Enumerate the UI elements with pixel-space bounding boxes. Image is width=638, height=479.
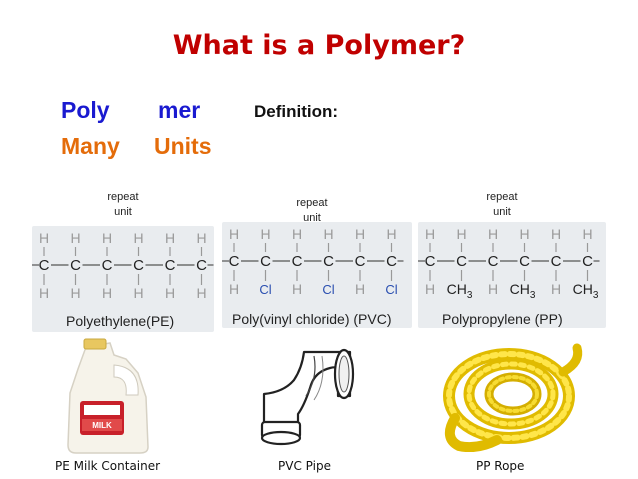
repeat-unit-label-pvc: repeat unit bbox=[282, 196, 342, 226]
pe-structure-panel bbox=[32, 226, 214, 332]
pvc-pipe-image bbox=[260, 348, 355, 446]
top-substituent: H bbox=[582, 226, 592, 242]
top-substituent: H bbox=[551, 226, 561, 242]
pvc-structure-panel bbox=[222, 222, 412, 328]
repeat-word: repeat bbox=[296, 197, 328, 209]
bottom-substituent: H bbox=[102, 285, 112, 301]
methyl-group: CH3 bbox=[447, 281, 473, 301]
chlorine-atom: Cl bbox=[322, 282, 334, 297]
pe-name: Polyethylene(PE) bbox=[66, 313, 175, 329]
pe-caption: PE Milk Container bbox=[55, 459, 161, 473]
carbon-atom: C bbox=[39, 257, 50, 274]
bottom-substituent: H bbox=[133, 285, 143, 301]
carbon-atom: C bbox=[196, 257, 207, 274]
slide-title: What is a Polymer? bbox=[172, 30, 466, 61]
bottom-substituent: H bbox=[292, 281, 302, 297]
bottom-substituent: H bbox=[39, 285, 49, 301]
milk-label: MILK bbox=[92, 421, 112, 430]
bottom-substituent: H bbox=[355, 281, 365, 297]
methyl-group: CH3 bbox=[510, 281, 536, 301]
mer-word: mer bbox=[158, 97, 201, 123]
bottom-substituent: H bbox=[165, 285, 175, 301]
bottom-substituent: H bbox=[425, 281, 435, 297]
top-substituent: H bbox=[425, 226, 435, 242]
top-substituent: H bbox=[519, 226, 529, 242]
repeat-word: repeat bbox=[107, 191, 139, 203]
top-substituent: H bbox=[39, 230, 49, 246]
top-substituent: H bbox=[488, 226, 498, 242]
many-word: Many bbox=[61, 133, 120, 159]
bottom-substituent: H bbox=[551, 281, 561, 297]
carbon-atom: C bbox=[519, 253, 530, 270]
carbon-atom: C bbox=[165, 257, 176, 274]
milk-jug-image: MILK bbox=[67, 338, 149, 454]
top-substituent: H bbox=[229, 226, 239, 242]
top-substituent: H bbox=[292, 226, 302, 242]
top-substituent: H bbox=[260, 226, 270, 242]
carbon-atom: C bbox=[102, 257, 113, 274]
top-substituent: H bbox=[196, 230, 206, 246]
carbon-atom: C bbox=[133, 257, 144, 274]
carbon-atom: C bbox=[582, 253, 593, 270]
pp-caption: PP Rope bbox=[476, 459, 525, 473]
carbon-atom: C bbox=[260, 253, 271, 270]
chlorine-atom: Cl bbox=[259, 282, 271, 297]
carbon-atom: C bbox=[456, 253, 467, 270]
bottom-substituent: H bbox=[70, 285, 80, 301]
carbon-atom: C bbox=[292, 253, 303, 270]
carbon-atom: C bbox=[323, 253, 334, 270]
carbon-atom: C bbox=[488, 253, 499, 270]
pvc-caption: PVC Pipe bbox=[278, 459, 331, 473]
repeat-word: repeat bbox=[486, 191, 518, 203]
top-substituent: H bbox=[70, 230, 80, 246]
pp-name: Polypropylene (PP) bbox=[442, 311, 563, 327]
repeat-unit-label-pe: repeat unit bbox=[93, 190, 153, 220]
methyl-group: CH3 bbox=[573, 281, 599, 301]
unit-word: unit bbox=[493, 206, 511, 218]
carbon-atom: C bbox=[70, 257, 81, 274]
top-substituent: H bbox=[102, 230, 112, 246]
carbon-atom: C bbox=[551, 253, 562, 270]
top-substituent: H bbox=[323, 226, 333, 242]
bottom-substituent: H bbox=[229, 281, 239, 297]
pp-structure-panel bbox=[418, 222, 606, 328]
top-substituent: H bbox=[456, 226, 466, 242]
top-substituent: H bbox=[386, 226, 396, 242]
chlorine-atom: Cl bbox=[385, 282, 397, 297]
units-word: Units bbox=[154, 133, 212, 159]
repeat-unit-label-pp: repeat unit bbox=[472, 190, 532, 220]
carbon-atom: C bbox=[425, 253, 436, 270]
top-substituent: H bbox=[133, 230, 143, 246]
unit-word: unit bbox=[114, 206, 132, 218]
poly-word: Poly bbox=[61, 97, 110, 123]
carbon-atom: C bbox=[229, 253, 240, 270]
bottom-substituent: H bbox=[196, 285, 206, 301]
carbon-atom: C bbox=[355, 253, 366, 270]
definition-label: Definition: bbox=[254, 102, 339, 121]
pvc-name: Poly(vinyl chloride) (PVC) bbox=[232, 311, 392, 327]
pp-rope-image bbox=[443, 343, 583, 452]
bottom-substituent: H bbox=[488, 281, 498, 297]
carbon-atom: C bbox=[386, 253, 397, 270]
top-substituent: H bbox=[355, 226, 365, 242]
unit-word: unit bbox=[303, 212, 321, 224]
top-substituent: H bbox=[165, 230, 175, 246]
